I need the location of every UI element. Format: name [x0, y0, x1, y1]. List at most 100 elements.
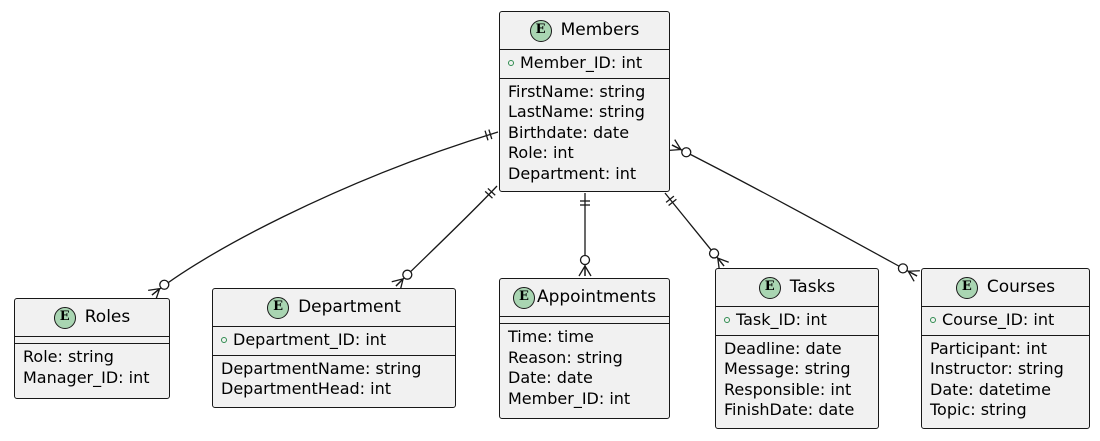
primary-key-icon [724, 317, 730, 324]
relationship-line [151, 131, 499, 296]
crows-foot-mark [717, 257, 725, 267]
attribute: Date: date [508, 368, 593, 387]
attribute: Department: int [508, 163, 637, 183]
entity-header: E Appointments [500, 279, 669, 317]
entity-department[interactable]: E Department Department_ID: int Departme… [212, 288, 456, 408]
cardinality-one-mark [484, 190, 493, 199]
key-section: Task_ID: int [716, 307, 878, 336]
cardinality-zero-mark [402, 269, 413, 280]
entity-icon: E [53, 306, 76, 329]
entity-icon: E [512, 286, 535, 309]
crows-foot-mark [717, 258, 720, 270]
cardinality-one-mark [488, 129, 493, 140]
entity-header: E Courses [922, 269, 1089, 307]
attribute-text: Department_ID: int [233, 330, 387, 349]
attribute: Instructor: string [930, 359, 1064, 378]
attribute: Topic: string [930, 400, 1027, 419]
key-attribute: Task_ID: int [724, 310, 870, 331]
attribute-text: Task_ID: int [736, 310, 827, 329]
crows-foot-mark [148, 287, 160, 292]
attribute: DepartmentName: string [221, 358, 422, 378]
key-attribute: Course_ID: int [930, 310, 1081, 331]
attribute: Manager_ID: int [23, 367, 150, 387]
entity-header: E Tasks [716, 269, 878, 307]
key-attribute: Member_ID: int [508, 53, 661, 74]
crows-foot-mark [674, 139, 682, 150]
attribute-section: Time: time Reason: string Date: date Mem… [500, 324, 669, 413]
entity-header: E Roles [15, 299, 169, 337]
crows-foot-mark [717, 257, 729, 263]
key-section: Course_ID: int [922, 307, 1089, 336]
entity-roles[interactable]: E Roles Role: string Manager_ID: int [14, 298, 170, 399]
crows-foot-mark [578, 265, 586, 277]
entity-header: E Members [500, 12, 669, 50]
attribute: Date: datetime [930, 379, 1051, 399]
key-section [500, 317, 669, 324]
attribute: Responsible: int [724, 379, 852, 399]
crows-foot-mark [391, 278, 404, 283]
attribute-section: Deadline: date Message: string Responsib… [716, 336, 878, 425]
attribute-section: Role: string Manager_ID: int [15, 344, 169, 392]
cardinality-one-mark [484, 130, 489, 141]
crows-foot-mark [907, 270, 915, 282]
entity-icon: E [267, 296, 290, 319]
attribute-section: DepartmentName: string DepartmentHead: i… [213, 356, 455, 404]
attribute: Role: int [508, 143, 574, 162]
crows-foot-mark [669, 148, 681, 151]
crows-foot-mark [151, 288, 161, 296]
cardinality-one-mark [665, 195, 675, 203]
key-section: Member_ID: int [500, 50, 669, 79]
entity-appointments[interactable]: E Appointments Time: time Reason: string… [499, 278, 670, 419]
entity-members[interactable]: E Members Member_ID: int FirstName: stri… [499, 11, 670, 192]
key-attribute: Department_ID: int [221, 330, 447, 351]
entity-title: Tasks [789, 277, 836, 298]
crows-foot-mark [671, 144, 682, 151]
attribute: DepartmentHead: int [221, 379, 391, 398]
attribute-text: Course_ID: int [942, 310, 1055, 329]
relationship-members-tasks [664, 192, 729, 270]
cardinality-zero-mark [708, 248, 720, 259]
attribute: FirstName: string [508, 81, 646, 101]
relationship-members-roles [148, 129, 499, 300]
relationship-line [671, 144, 918, 277]
attribute: Deadline: date [724, 338, 842, 358]
attribute-section: FirstName: string LastName: string Birth… [500, 79, 669, 189]
relationship-line [395, 185, 498, 287]
crows-foot-mark [155, 288, 161, 300]
entity-icon: E [955, 276, 978, 299]
entity-header: E Department [213, 289, 455, 327]
entity-title: Department [298, 297, 401, 318]
cardinality-one-mark [487, 187, 496, 196]
crows-foot-mark [395, 278, 404, 287]
attribute: Role: string [23, 347, 114, 366]
attribute: Reason: string [508, 347, 623, 367]
entity-courses[interactable]: E Courses Course_ID: int Participant: in… [921, 268, 1090, 429]
entity-title: Members [560, 20, 640, 41]
entity-title: Roles [84, 307, 131, 328]
cardinality-zero-mark [681, 147, 692, 158]
attribute-text: Member_ID: int [520, 53, 643, 72]
cardinality-one-mark [668, 198, 677, 207]
attribute: FinishDate: date [724, 400, 855, 419]
crows-foot-mark [907, 270, 918, 277]
relationship-members-courses [669, 139, 920, 282]
attribute-section: Participant: int Instructor: string Date… [922, 336, 1089, 425]
attribute: Time: time [508, 327, 594, 346]
cardinality-zero-mark [159, 279, 170, 290]
primary-key-icon [221, 337, 227, 344]
key-section [15, 337, 169, 344]
attribute: LastName: string [508, 102, 645, 121]
attribute: Birthdate: date [508, 122, 630, 142]
key-section: Department_ID: int [213, 327, 455, 356]
attribute: Participant: int [930, 338, 1047, 358]
relationship-members-appointments [578, 193, 592, 277]
cardinality-zero-mark [897, 263, 909, 274]
attribute: Member_ID: int [508, 388, 631, 408]
entity-title: Courses [986, 277, 1056, 298]
attribute: Message: string [724, 359, 851, 378]
entity-title: Appointments [536, 287, 657, 308]
primary-key-icon [930, 317, 936, 324]
entity-tasks[interactable]: E Tasks Task_ID: int Deadline: date Mess… [715, 268, 879, 429]
primary-key-icon [508, 60, 514, 67]
